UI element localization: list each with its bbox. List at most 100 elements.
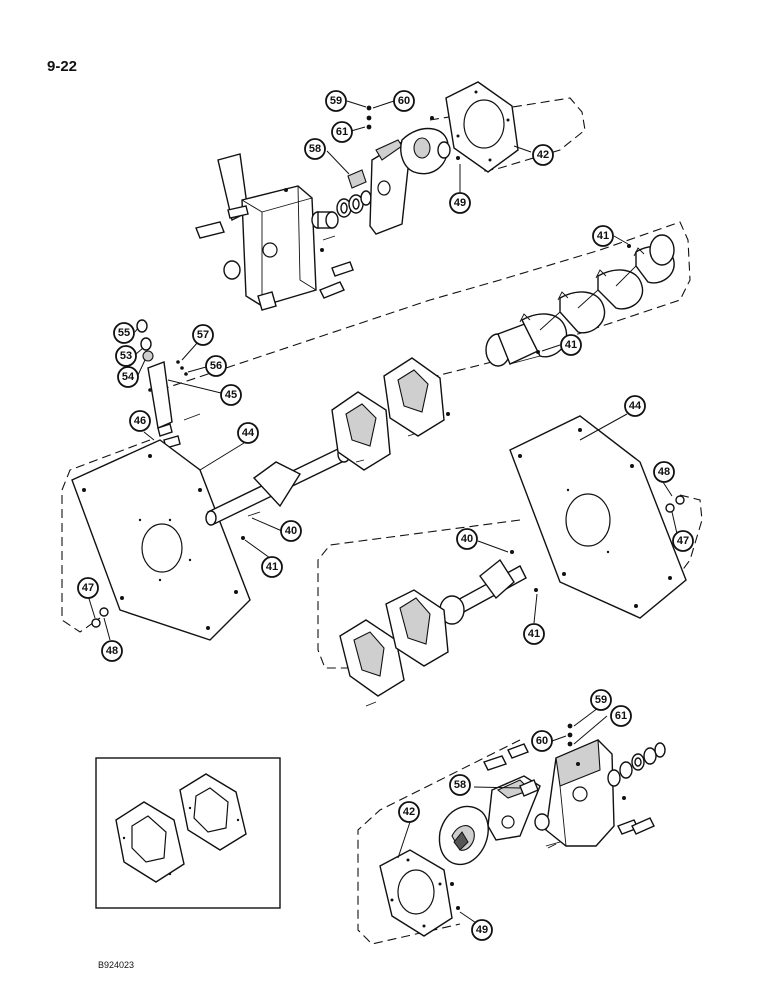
svg-text:60: 60: [398, 95, 410, 107]
callout-55: 55: [113, 322, 135, 344]
callout-61-top: 61: [331, 121, 353, 143]
cap-55: [136, 319, 148, 333]
svg-text:58: 58: [454, 779, 466, 791]
top-housing-foot: [257, 291, 277, 311]
upper-shaft-assembly: [205, 357, 450, 540]
callout-41-cam: 41: [560, 334, 582, 356]
callout-42-top: 42: [532, 144, 554, 166]
leader-lines: [85, 100, 679, 928]
callout-41-upper: 41: [592, 225, 614, 247]
svg-text:47: 47: [677, 535, 689, 547]
svg-text:57: 57: [197, 329, 209, 341]
top-pin-a: [319, 281, 345, 299]
svg-text:56: 56: [210, 360, 222, 372]
svg-text:49: 49: [476, 924, 488, 936]
svg-text:55: 55: [118, 327, 130, 339]
svg-text:61: 61: [615, 710, 627, 722]
left-hex-plate: [71, 439, 251, 641]
bracket-45: [147, 361, 173, 429]
callout-48-left: 48: [101, 640, 123, 662]
svg-text:44: 44: [242, 427, 255, 439]
svg-text:45: 45: [225, 389, 237, 401]
svg-text:47: 47: [82, 582, 94, 594]
assembly-outline-left: [61, 439, 151, 633]
callout-58-top: 58: [304, 138, 326, 160]
callout-44-left: 44: [237, 422, 259, 444]
top-gearbox-group: [195, 81, 519, 311]
callout-53: 53: [115, 345, 137, 367]
svg-text:46: 46: [134, 415, 146, 427]
svg-text:53: 53: [120, 350, 132, 362]
callout-47-left: 47: [77, 577, 99, 599]
callout-58-bottom: 58: [449, 774, 471, 796]
top-clip: [195, 221, 225, 239]
callout-40-upper: 40: [280, 520, 302, 542]
svg-text:58: 58: [309, 143, 321, 155]
svg-text:42: 42: [403, 806, 415, 818]
top-pin-b: [331, 261, 354, 277]
assembly-outline-middle: [317, 519, 521, 669]
callout-60-top: 60: [393, 90, 415, 112]
svg-text:59: 59: [595, 694, 607, 706]
bottom-lever-58: [519, 779, 539, 797]
bottom-clip-2: [507, 743, 529, 759]
callout-45: 45: [220, 384, 242, 406]
top-o-ring: [437, 141, 451, 159]
assembly-outline-upper-shaft: [159, 221, 691, 391]
bottom-pin-b: [631, 817, 655, 835]
callout-42-bottom: 42: [398, 801, 420, 823]
callout-61-bottom: 61: [610, 705, 632, 727]
lower-shaft-hub: [479, 558, 515, 600]
svg-text:59: 59: [330, 95, 342, 107]
callout-44-right: 44: [624, 395, 646, 417]
svg-text:48: 48: [658, 466, 670, 478]
gasket-inset: [95, 757, 281, 909]
nut-53: [140, 337, 152, 351]
callout-60-bottom: 60: [531, 730, 553, 752]
callout-41-upper-shaft: 41: [261, 556, 283, 578]
callout-59-top: 59: [325, 90, 347, 112]
top-seal-2: [360, 190, 372, 206]
bottom-gearbox-group: [379, 723, 666, 937]
svg-text:42: 42: [537, 149, 549, 161]
pin-46a: [157, 423, 173, 437]
callout-41-lower: 41: [523, 623, 545, 645]
svg-text:41: 41: [528, 628, 540, 640]
assembly-outline-top: [429, 97, 586, 173]
right-hex-plate: [509, 415, 687, 619]
svg-text:48: 48: [106, 645, 118, 657]
svg-text:54: 54: [122, 371, 135, 383]
bottom-clip-1: [483, 755, 507, 771]
nut-54: [142, 350, 154, 362]
callout-57: 57: [192, 324, 214, 346]
callout-49-bottom: 49: [471, 919, 493, 941]
page-number: 9-22: [47, 58, 78, 75]
svg-text:49: 49: [454, 197, 466, 209]
svg-text:60: 60: [536, 735, 548, 747]
svg-text:41: 41: [266, 561, 278, 573]
svg-text:44: 44: [629, 400, 642, 412]
upper-shaft-hub: [252, 461, 302, 508]
callout-40-lower: 40: [456, 528, 478, 550]
assembly-outline-bottom: [357, 739, 521, 945]
left-bracket-group: [136, 319, 201, 449]
callout-54: 54: [117, 366, 139, 388]
svg-text:40: 40: [285, 525, 297, 537]
callout-46: 46: [129, 410, 151, 432]
svg-text:61: 61: [336, 126, 348, 138]
svg-text:41: 41: [597, 230, 609, 242]
top-bushing: [223, 260, 241, 280]
upper-cam-shaft: [485, 234, 675, 367]
callout-48-right: 48: [653, 461, 675, 483]
top-lever-58: [347, 169, 367, 189]
callout-56: 56: [205, 355, 227, 377]
callout-49-top: 49: [449, 192, 471, 214]
callout-47-right: 47: [672, 530, 694, 552]
svg-text:40: 40: [461, 533, 473, 545]
lower-shaft-assembly: [339, 550, 538, 707]
figure-code: B924023: [98, 960, 135, 970]
svg-text:41: 41: [565, 339, 577, 351]
top-gearbox-housing: [241, 185, 317, 307]
callout-59-bottom: 59: [590, 689, 612, 711]
